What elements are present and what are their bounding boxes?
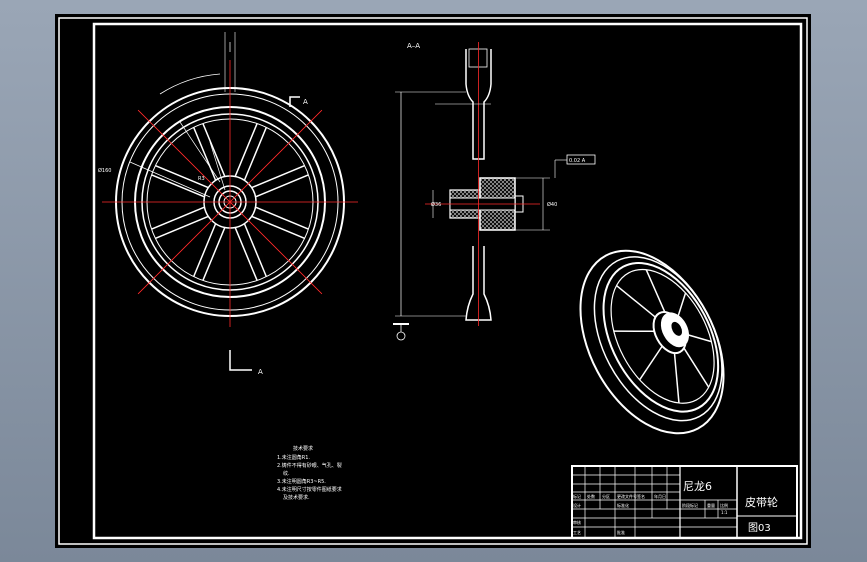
spoke-edge <box>234 227 258 281</box>
tech-note-5: 4.未注明尺寸按零件图纸要求 <box>277 486 342 493</box>
cad-drawing: Ø160 R3 A A A–A 0.02 A Ø40 Ø36 <box>58 17 808 545</box>
iso-spoke <box>616 284 656 318</box>
title-cell-3: 分区 <box>602 493 610 499</box>
dim-shaft-label: Ø36 <box>431 201 441 208</box>
front-view: Ø160 R3 A A <box>98 32 358 376</box>
title-cell-1: 标记 <box>573 493 581 499</box>
tech-notes: 技术要求 1.未注圆角R1. 2.铸件不得有砂眼、气孔、裂 纹. 3.未注明圆角… <box>277 445 342 501</box>
spoke-edge <box>151 206 205 230</box>
iso-spoke <box>639 345 663 381</box>
title-part-name: 皮带轮 <box>745 495 778 509</box>
spoke-edge <box>154 164 209 189</box>
spoke-edge <box>251 215 306 240</box>
title-cell-11: 比例 <box>720 502 728 508</box>
outer-frame <box>58 17 808 545</box>
title-cell-2: 处数 <box>587 493 595 499</box>
view-arrow-label-bottom: A <box>258 368 263 376</box>
title-cell-14: 批准 <box>617 529 625 535</box>
iso-spoke <box>613 330 655 332</box>
tech-note-1: 1.未注圆角R1. <box>277 454 310 461</box>
tolerance-label: 0.02 A <box>569 158 586 164</box>
section-view: A–A 0.02 A Ø40 Ø36 <box>393 42 596 341</box>
dim-hub-label: R3 <box>198 176 205 182</box>
title-cell-8: 标准化 <box>617 502 629 508</box>
tech-note-4: 3.未注明圆角R3~R5. <box>277 478 326 485</box>
spoke-edge <box>202 227 226 281</box>
title-cell-10: 重量 <box>707 502 715 508</box>
iso-spoke <box>673 353 680 404</box>
title-cell-7: 设计 <box>573 502 581 508</box>
dim-bore-label: Ø40 <box>547 201 557 208</box>
title-cell-12: 审核 <box>573 519 581 525</box>
spoke-edge <box>255 174 309 198</box>
iso-spoke <box>645 269 666 313</box>
spoke-edge <box>202 123 226 177</box>
inner-frame <box>92 22 803 540</box>
tolerance-frame <box>566 154 596 165</box>
tech-note-6: 及技术要求. <box>283 494 310 501</box>
view-arrow-label-top: A <box>303 98 308 106</box>
iso-spoke <box>683 347 710 388</box>
title-cell-9: 阶段标记 <box>682 502 698 508</box>
spoke-edge <box>151 174 205 198</box>
title-drawing-no: 图03 <box>748 522 771 534</box>
dim-outer-label: Ø160 <box>98 167 111 174</box>
spoke-edge <box>192 223 217 278</box>
tech-note-3: 纹. <box>283 470 290 477</box>
spoke-edge <box>234 123 258 177</box>
tech-note-2: 2.铸件不得有砂眼、气孔、裂 <box>277 462 342 469</box>
iso-spoke <box>676 292 687 320</box>
section-label: A–A <box>407 42 420 50</box>
title-cell-6: 年月日 <box>654 493 666 499</box>
spoke-edge <box>243 223 268 278</box>
spoke-edge <box>154 215 209 240</box>
spoke-edge <box>243 126 268 181</box>
title-material: 尼龙6 <box>683 480 712 493</box>
iso-spoke <box>684 333 712 343</box>
spoke-edge <box>192 126 217 181</box>
cad-viewport[interactable]: Ø160 R3 A A A–A 0.02 A Ø40 Ø36 <box>55 14 811 548</box>
title-cell-4: 更改文件号 <box>617 493 637 499</box>
title-block: 尼龙6 皮带轮 图03 1:1 标记 处数 分区 更改文件号 签名 年月日 设计… <box>571 465 798 539</box>
spoke-edge <box>251 164 306 189</box>
tech-notes-title: 技术要求 <box>293 445 313 452</box>
isometric-view <box>579 249 725 435</box>
spoke-edge <box>255 206 309 230</box>
title-cell-13: 工艺 <box>573 530 581 535</box>
title-cell-5: 签名 <box>637 493 645 499</box>
title-scale: 1:1 <box>721 510 728 515</box>
diagonal-center-line <box>137 109 323 295</box>
